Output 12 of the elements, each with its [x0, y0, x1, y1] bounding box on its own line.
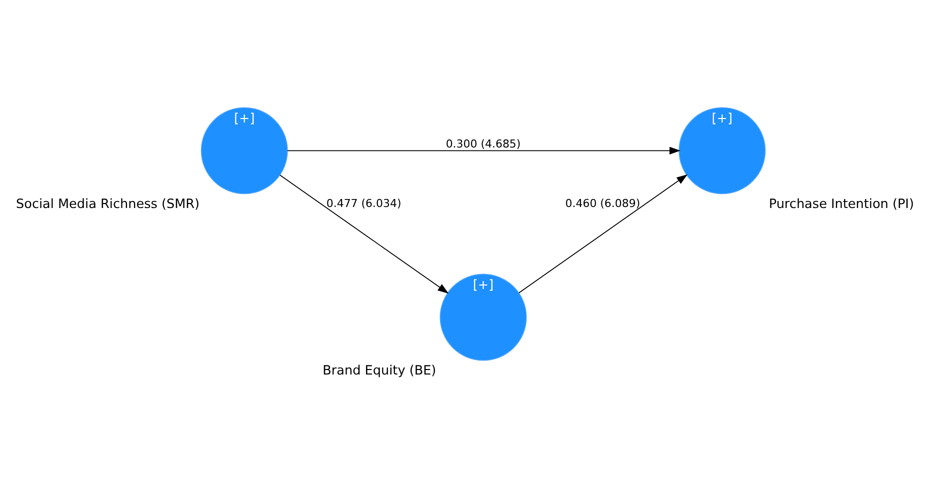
edge-label: 0.460 (6.089): [565, 196, 640, 210]
node-circle: [+]: [200, 106, 288, 194]
node-label: Social Media Richness (SMR): [16, 196, 200, 212]
arrow: [287, 146, 680, 154]
node-label: Brand Equity (BE): [322, 363, 436, 378]
node-label: Purchase Intention (PI): [768, 196, 914, 212]
arrow: [280, 174, 449, 294]
node-circle: [+]: [440, 273, 527, 360]
node-circle: [+]: [678, 106, 766, 194]
edge-label: 0.477 (6.034): [326, 196, 402, 210]
edge-label: 0.300 (4.685): [446, 137, 521, 150]
arrow: [518, 174, 688, 293]
